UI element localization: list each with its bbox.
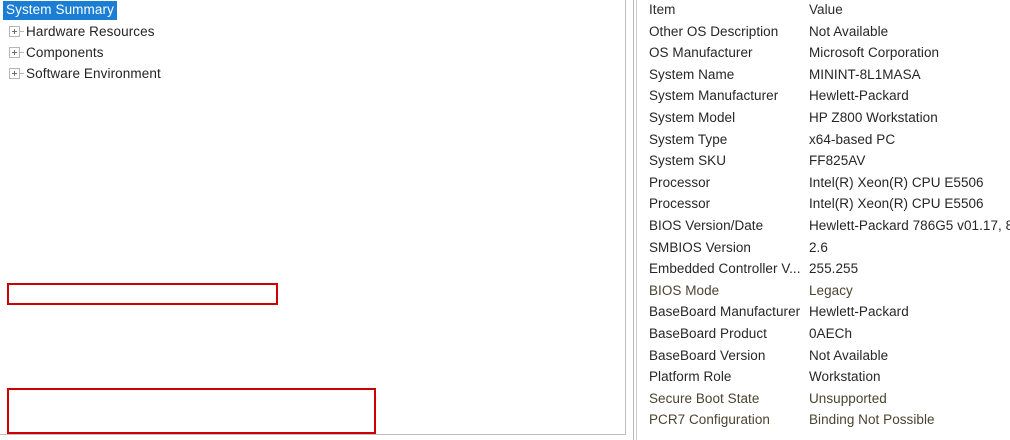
table-row[interactable]: BaseBoard Product 0AECh (634, 324, 1010, 346)
table-row[interactable]: System Type x64-based PC (634, 130, 1010, 152)
tree-connector-line (20, 52, 24, 53)
cell-value: MININT-8L1MASA (809, 66, 921, 82)
table-row[interactable]: PCR7 Configuration Binding Not Possible (634, 410, 1010, 432)
column-header-item[interactable]: Item (649, 2, 676, 17)
cell-value: Not Available (809, 23, 889, 39)
cell-value: Intel(R) Xeon(R) CPU E5506 (809, 174, 984, 190)
cell-value: Workstation (809, 369, 881, 385)
plus-box-icon[interactable] (9, 47, 20, 58)
tree-connector-line (20, 31, 24, 32)
cell-item: BaseBoard Manufacturer (649, 304, 801, 320)
table-row[interactable]: System Manufacturer Hewlett-Packard (634, 86, 1010, 108)
table-row[interactable]: Processor Intel(R) Xeon(R) CPU E5506 (634, 173, 1010, 195)
tree-item-label: System Summary (3, 1, 117, 20)
cell-item: System SKU (649, 153, 727, 169)
cell-value: Hewlett-Packard (809, 304, 909, 320)
cell-item: System Model (649, 109, 736, 125)
cell-item: Other OS Description (649, 23, 779, 39)
tree-item-software-environment[interactable]: Software Environment (0, 63, 625, 84)
cell-value: x64-based PC (809, 131, 896, 147)
table-row[interactable]: System Model HP Z800 Workstation (634, 108, 1010, 130)
table-row[interactable]: Other OS Description Not Available (634, 22, 1010, 44)
table-row[interactable]: Secure Boot State Unsupported (634, 389, 1010, 411)
cell-item: Processor (649, 174, 711, 190)
tree-item-hardware-resources[interactable]: Hardware Resources (0, 21, 625, 42)
cell-value: Microsoft Corporation (809, 45, 940, 61)
table-row[interactable]: BIOS Version/Date Hewlett-Packard 786G5 v… (634, 216, 1010, 238)
cell-item: SMBIOS Version (649, 239, 751, 255)
table-row[interactable]: Platform Role Workstation (634, 367, 1010, 389)
cell-item: Secure Boot State (649, 390, 760, 406)
cell-item: System Manufacturer (649, 88, 779, 104)
table-row[interactable]: System Name MININT-8L1MASA (634, 65, 1010, 87)
cell-value: Hewlett-Packard (809, 88, 909, 104)
cell-value: 2.6 (809, 239, 828, 255)
tree-connector-line (20, 73, 24, 74)
cell-value: Intel(R) Xeon(R) CPU E5506 (809, 196, 984, 212)
plus-box-icon[interactable] (9, 26, 20, 37)
cell-item: System Type (649, 131, 728, 147)
tree-item-system-summary[interactable]: System Summary (0, 0, 625, 21)
cell-item: BIOS Mode (649, 282, 720, 298)
cell-item: Platform Role (649, 369, 732, 385)
cell-value: Legacy (809, 282, 853, 298)
cell-item: Embedded Controller V... (649, 261, 801, 277)
table-row[interactable]: BIOS Mode Legacy (634, 281, 1010, 303)
cell-value: HP Z800 Workstation (809, 109, 938, 125)
cell-item: OS Manufacturer (649, 45, 753, 61)
cell-item: BaseBoard Product (649, 325, 767, 341)
cell-item: BIOS Version/Date (649, 217, 764, 233)
table-row[interactable]: BaseBoard Version Not Available (634, 346, 1010, 368)
list-header-row: Item Value (634, 0, 1010, 22)
cell-value: 255.255 (809, 261, 859, 277)
table-row[interactable]: Embedded Controller V... 255.255 (634, 259, 1010, 281)
table-row[interactable]: SMBIOS Version 2.6 (634, 238, 1010, 260)
cell-value: 0AECh (809, 325, 853, 341)
table-row[interactable]: Processor Intel(R) Xeon(R) CPU E5506 (634, 194, 1010, 216)
cell-item: System Name (649, 66, 735, 82)
plus-box-icon[interactable] (9, 68, 20, 79)
tree-item-label: Software Environment (26, 66, 161, 81)
cell-item: Processor (649, 196, 711, 212)
cell-value: Not Available (809, 347, 889, 363)
table-row[interactable]: BaseBoard Manufacturer Hewlett-Packard (634, 302, 1010, 324)
cell-value: Unsupported (809, 390, 887, 406)
cell-value: Hewlett-Packard 786G5 v01.17, 8/ (809, 217, 1010, 233)
tree-item-label: Components (26, 45, 104, 60)
tree-item-components[interactable]: Components (0, 42, 625, 63)
column-header-value[interactable]: Value (809, 2, 843, 17)
cell-item: PCR7 Configuration (649, 412, 770, 428)
table-row[interactable]: OS Manufacturer Microsoft Corporation (634, 43, 1010, 65)
cell-value: Binding Not Possible (809, 412, 935, 428)
cell-item: BaseBoard Version (649, 347, 766, 363)
cell-value: FF825AV (809, 153, 866, 169)
tree-item-label: Hardware Resources (26, 24, 155, 39)
table-row[interactable]: System SKU FF825AV (634, 151, 1010, 173)
